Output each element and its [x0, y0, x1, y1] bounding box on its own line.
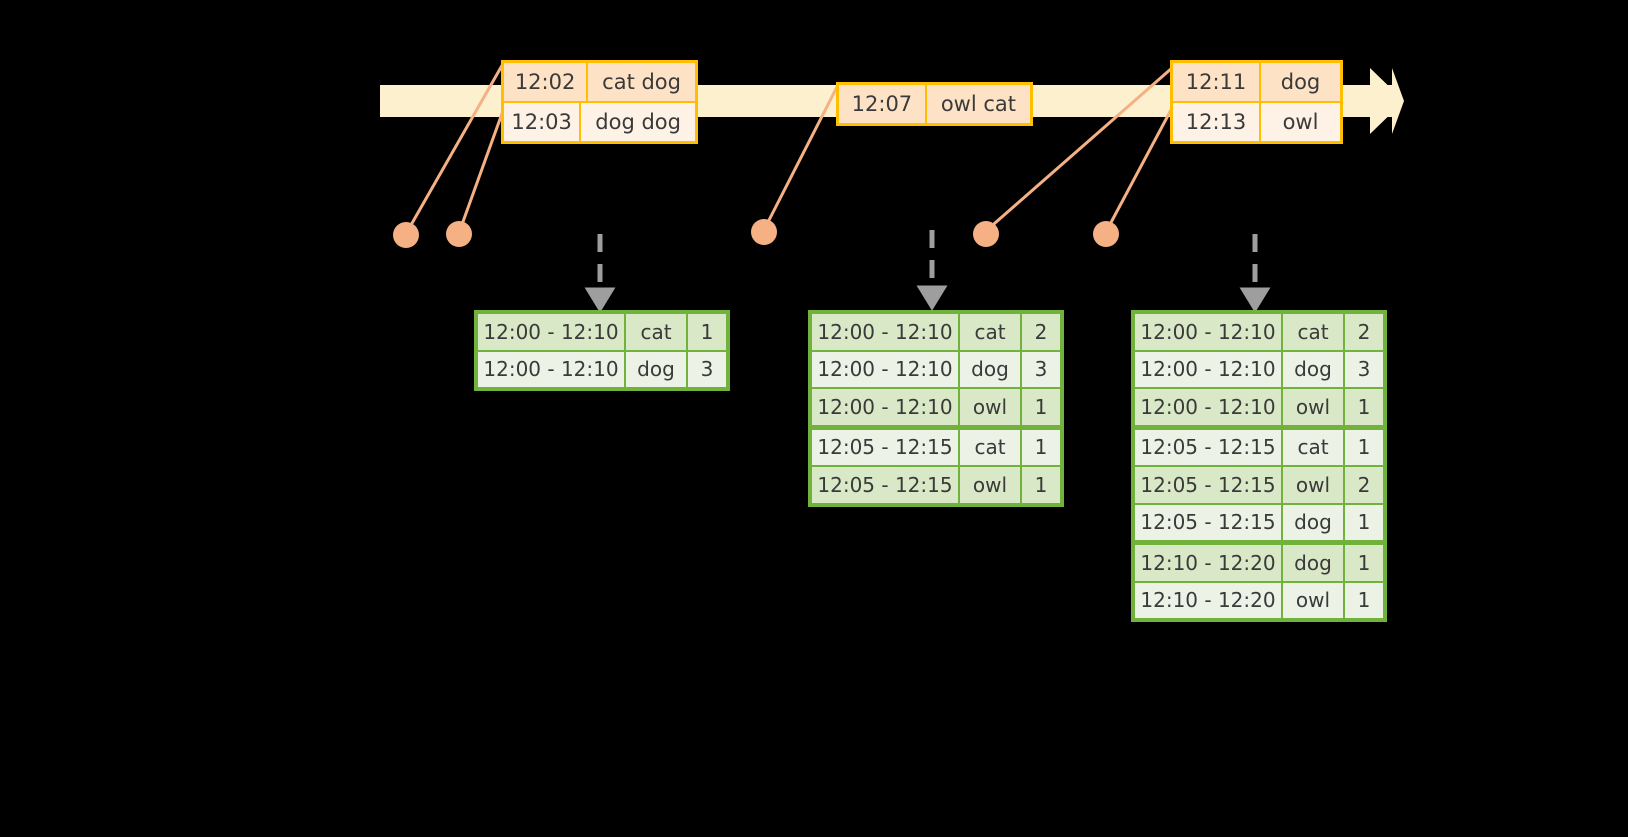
event-row[interactable]: 12:07 owl cat	[839, 85, 1030, 123]
result-word-cell: dog	[959, 350, 1021, 388]
result-word-cell: cat	[1282, 313, 1344, 351]
result-count-cell: 1	[1344, 503, 1384, 541]
event-time: 12:13	[1173, 103, 1261, 141]
trigger-arrows	[584, 230, 1271, 313]
connector-1	[405, 61, 506, 233]
result-word-cell: dog	[1282, 350, 1344, 388]
event-words: dog dog	[581, 103, 695, 141]
result-count-cell: 1	[1021, 388, 1061, 426]
result-word-cell: owl	[1282, 466, 1344, 504]
result-word-cell: cat	[625, 313, 687, 351]
result-count-cell: 1	[687, 313, 727, 351]
result-window-cell: 12:10 - 12:20	[1134, 581, 1282, 619]
result-count-cell: 1	[1021, 466, 1061, 504]
trigger-arrow-1-head	[584, 287, 616, 313]
event-row[interactable]: 12:13 owl	[1173, 101, 1340, 141]
event-time: 12:03	[504, 103, 582, 141]
result-count-cell: 2	[1344, 313, 1384, 351]
arrival-dot-3	[751, 219, 777, 245]
event-row[interactable]: 12:02 cat dog	[504, 63, 695, 101]
result-word-cell: cat	[959, 428, 1021, 466]
arrival-dot-5	[1093, 221, 1119, 247]
event-words: owl cat	[926, 85, 1030, 123]
trigger-arrow-3-head	[1239, 287, 1271, 313]
connector-2	[458, 107, 506, 231]
result-window-cell: 12:00 - 12:10	[811, 313, 959, 351]
event-group-3[interactable]: 12:11 dog 12:13 owl	[1170, 60, 1343, 144]
result-window-cell: 12:00 - 12:10	[1134, 313, 1282, 351]
result-window-cell: 12:05 - 12:15	[811, 428, 959, 466]
result-count-cell: 3	[687, 350, 727, 388]
event-words: cat dog	[588, 63, 695, 101]
connector-3	[763, 84, 840, 229]
result-word-cell: cat	[1282, 428, 1344, 466]
result-word-cell: dog	[1282, 503, 1344, 541]
arrival-dot-4	[973, 221, 999, 247]
result-word-cell: dog	[1282, 544, 1344, 582]
event-row[interactable]: 12:11 dog	[1173, 63, 1340, 101]
result-window-cell: 12:00 - 12:10	[477, 313, 625, 351]
arrival-dot-2	[446, 221, 472, 247]
arrival-dots	[393, 219, 1119, 248]
result-word-cell: owl	[1282, 388, 1344, 426]
result-word-cell: dog	[625, 350, 687, 388]
result-window-cell: 12:00 - 12:10	[477, 350, 625, 388]
result-window-cell: 12:10 - 12:20	[1134, 544, 1282, 582]
event-words: dog	[1261, 63, 1340, 101]
result-window-cell: 12:05 - 12:15	[1134, 466, 1282, 504]
result-count-cell: 2	[1344, 466, 1384, 504]
result-count-cell: 1	[1021, 428, 1061, 466]
result-window-cell: 12:05 - 12:15	[1134, 428, 1282, 466]
event-group-2[interactable]: 12:07 owl cat	[836, 82, 1033, 126]
result-word-cell: cat	[959, 313, 1021, 351]
event-row[interactable]: 12:03 dog dog	[504, 101, 695, 141]
result-word-cell: owl	[959, 388, 1021, 426]
result-window-cell: 12:00 - 12:10	[811, 350, 959, 388]
result-count-cell: 1	[1344, 428, 1384, 466]
connector-5	[1105, 107, 1174, 231]
result-window-cell: 12:00 - 12:10	[811, 388, 959, 426]
result-window-cell: 12:00 - 12:10	[1134, 350, 1282, 388]
result-word-cell: owl	[1282, 581, 1344, 619]
event-words: owl	[1261, 103, 1340, 141]
event-time: 12:07	[839, 85, 927, 123]
result-count-cell: 1	[1344, 544, 1384, 582]
result-count-cell: 3	[1021, 350, 1061, 388]
result-count-cell: 3	[1344, 350, 1384, 388]
result-window-cell: 12:05 - 12:15	[1134, 503, 1282, 541]
result-count-cell: 1	[1344, 581, 1384, 619]
arrival-dot-1	[393, 222, 419, 248]
result-window-cell: 12:00 - 12:10	[1134, 388, 1282, 426]
event-group-1[interactable]: 12:02 cat dog 12:03 dog dog	[501, 60, 698, 144]
result-count-cell: 1	[1344, 388, 1384, 426]
event-time: 12:02	[504, 63, 589, 101]
trigger-arrow-2-head	[916, 285, 948, 311]
result-word-cell: owl	[959, 466, 1021, 504]
event-time: 12:11	[1173, 63, 1261, 101]
result-count-cell: 2	[1021, 313, 1061, 351]
result-window-cell: 12:05 - 12:15	[811, 466, 959, 504]
